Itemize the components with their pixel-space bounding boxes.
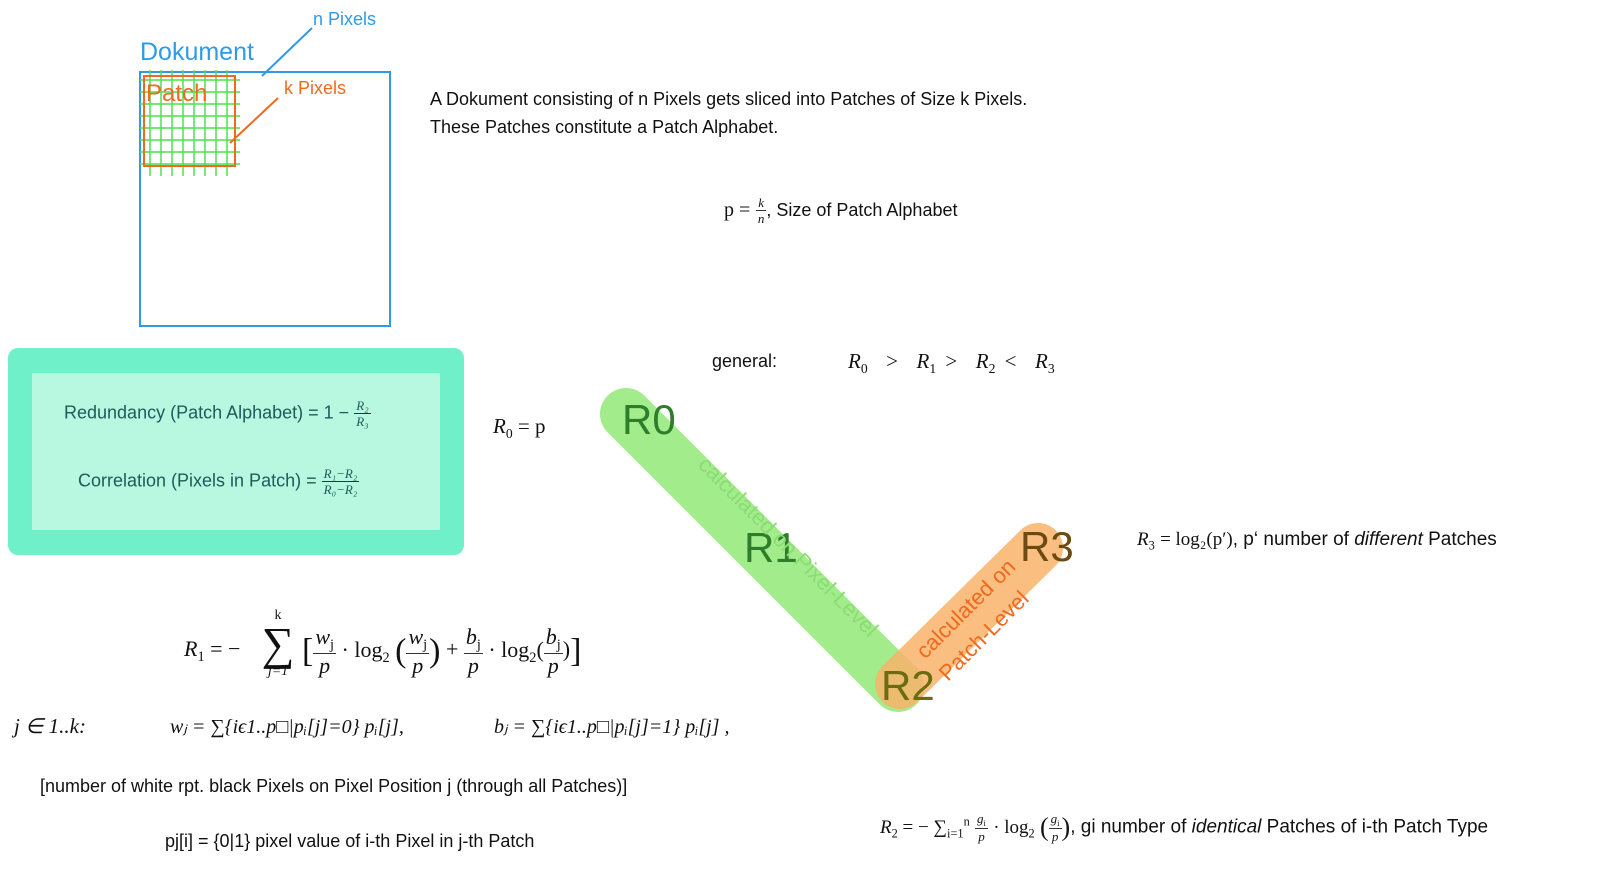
correlation-den: R₀−R₂ [323, 482, 358, 497]
w-formula: wⱼ = ∑{iϵ1..p□|pᵢ[j]=0} pᵢ[j], [170, 716, 404, 738]
intro-line-2: These Patches constitute a Patch Alphabe… [430, 117, 779, 137]
pixel-level-path [600, 388, 924, 712]
n-pixels-pointer [261, 27, 313, 77]
patch-rect [143, 75, 236, 167]
pixel-value-note: pj[i] = {0|1} pixel value of i-th Pixel … [165, 831, 535, 851]
general-label: general: [712, 351, 778, 371]
redundancy-formula: Redundancy (Patch Alphabet) = 1 − R₂ R₃ [64, 398, 371, 429]
k-pixels-pointer [229, 97, 279, 144]
correlation-formula: Correlation (Pixels in Patch) = R₁−R₂ R₀… [78, 466, 360, 497]
p-formula-den: n [757, 211, 765, 226]
n-pixels-label: n Pixels [313, 9, 377, 29]
node-r3: R3 [1020, 523, 1074, 570]
redundancy-num: R₂ [354, 398, 371, 414]
p-formula-lhs: p = [724, 198, 751, 221]
j-range: j ∈ 1..k: [14, 714, 86, 738]
white-black-note: [number of white rpt. black Pixels on Pi… [40, 776, 628, 796]
redundancy-den: R₃ [356, 414, 369, 429]
sum-top: k [274, 608, 282, 623]
k-pixels-label: k Pixels [284, 78, 347, 98]
general-relation: R0 > R1 > R2 < R3 [848, 349, 1055, 376]
b-formula: bⱼ = ∑{iϵ1..p□|pᵢ[j]=1} pᵢ[j] , [494, 716, 730, 738]
node-r0: R0 [622, 396, 676, 443]
r3-formula: R3 = log₂(p′), p‘ number of different Pa… [1137, 529, 1497, 553]
p-formula-text: , Size of Patch Alphabet [766, 199, 958, 220]
patch-grid [140, 70, 240, 176]
node-r2: R2 [881, 662, 935, 709]
node-r1: R1 [744, 524, 798, 571]
p-formula-num: k [756, 195, 766, 211]
r0-formula: R0 = p [493, 414, 546, 441]
p-formula: p = k n , Size of Patch Alphabet [724, 196, 957, 225]
correlation-num: R₁−R₂ [321, 466, 360, 482]
sum-bottom: j=1 [267, 664, 289, 679]
p-formula-fraction: k n [756, 196, 767, 225]
document-label: Dokument [140, 38, 254, 66]
patch-label: Patch [146, 80, 208, 107]
metrics-box-inner [32, 373, 440, 530]
patch-level-path [875, 523, 1063, 709]
intro-line-1: A Dokument consisting of n Pixels gets s… [430, 89, 1028, 109]
